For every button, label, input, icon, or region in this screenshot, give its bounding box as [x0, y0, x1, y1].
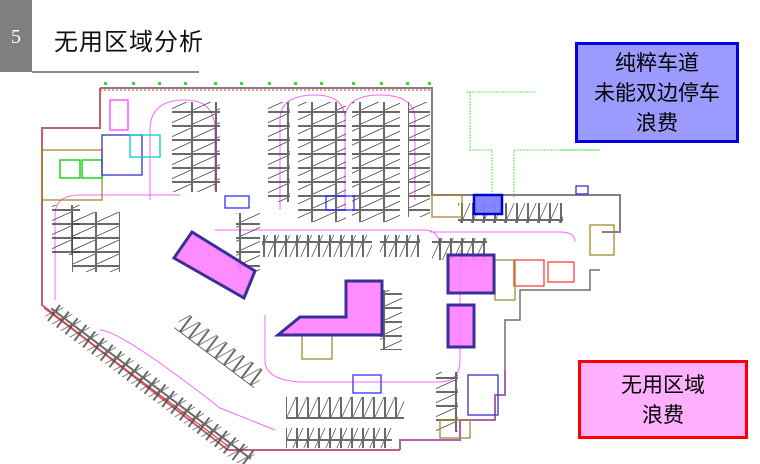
parking-stalls — [43, 102, 563, 464]
unused-area-diagonal-west — [171, 229, 257, 301]
section-number: 5 — [11, 26, 21, 48]
section-number-block: 5 — [0, 0, 32, 72]
lane-callout-line-2: 未能双边停车 — [594, 81, 720, 105]
lane-callout-line-1: 纯粹车道 — [615, 51, 699, 75]
service-rooms — [41, 99, 615, 439]
leader-lines — [466, 91, 600, 198]
lane-callout-line-3: 浪费 — [636, 111, 678, 135]
slide-title: 无用区域分析 — [54, 28, 204, 56]
lane-waste-callout: 纯粹车道 未能双边停车 浪费 — [575, 42, 739, 143]
unused-callout-line-2: 浪费 — [642, 403, 684, 427]
unused-callout-line-1: 无用区域 — [621, 373, 705, 397]
lane-only-area-north-east — [472, 193, 504, 216]
unused-area-east-lower — [446, 303, 476, 349]
highlighted-unused-areas — [171, 193, 504, 349]
unused-area-callout: 无用区域 浪费 — [578, 360, 748, 439]
unused-area-east-upper — [446, 253, 496, 295]
unused-area-center-L — [273, 279, 384, 337]
title-underline — [32, 71, 199, 73]
grid-marks — [104, 82, 431, 85]
